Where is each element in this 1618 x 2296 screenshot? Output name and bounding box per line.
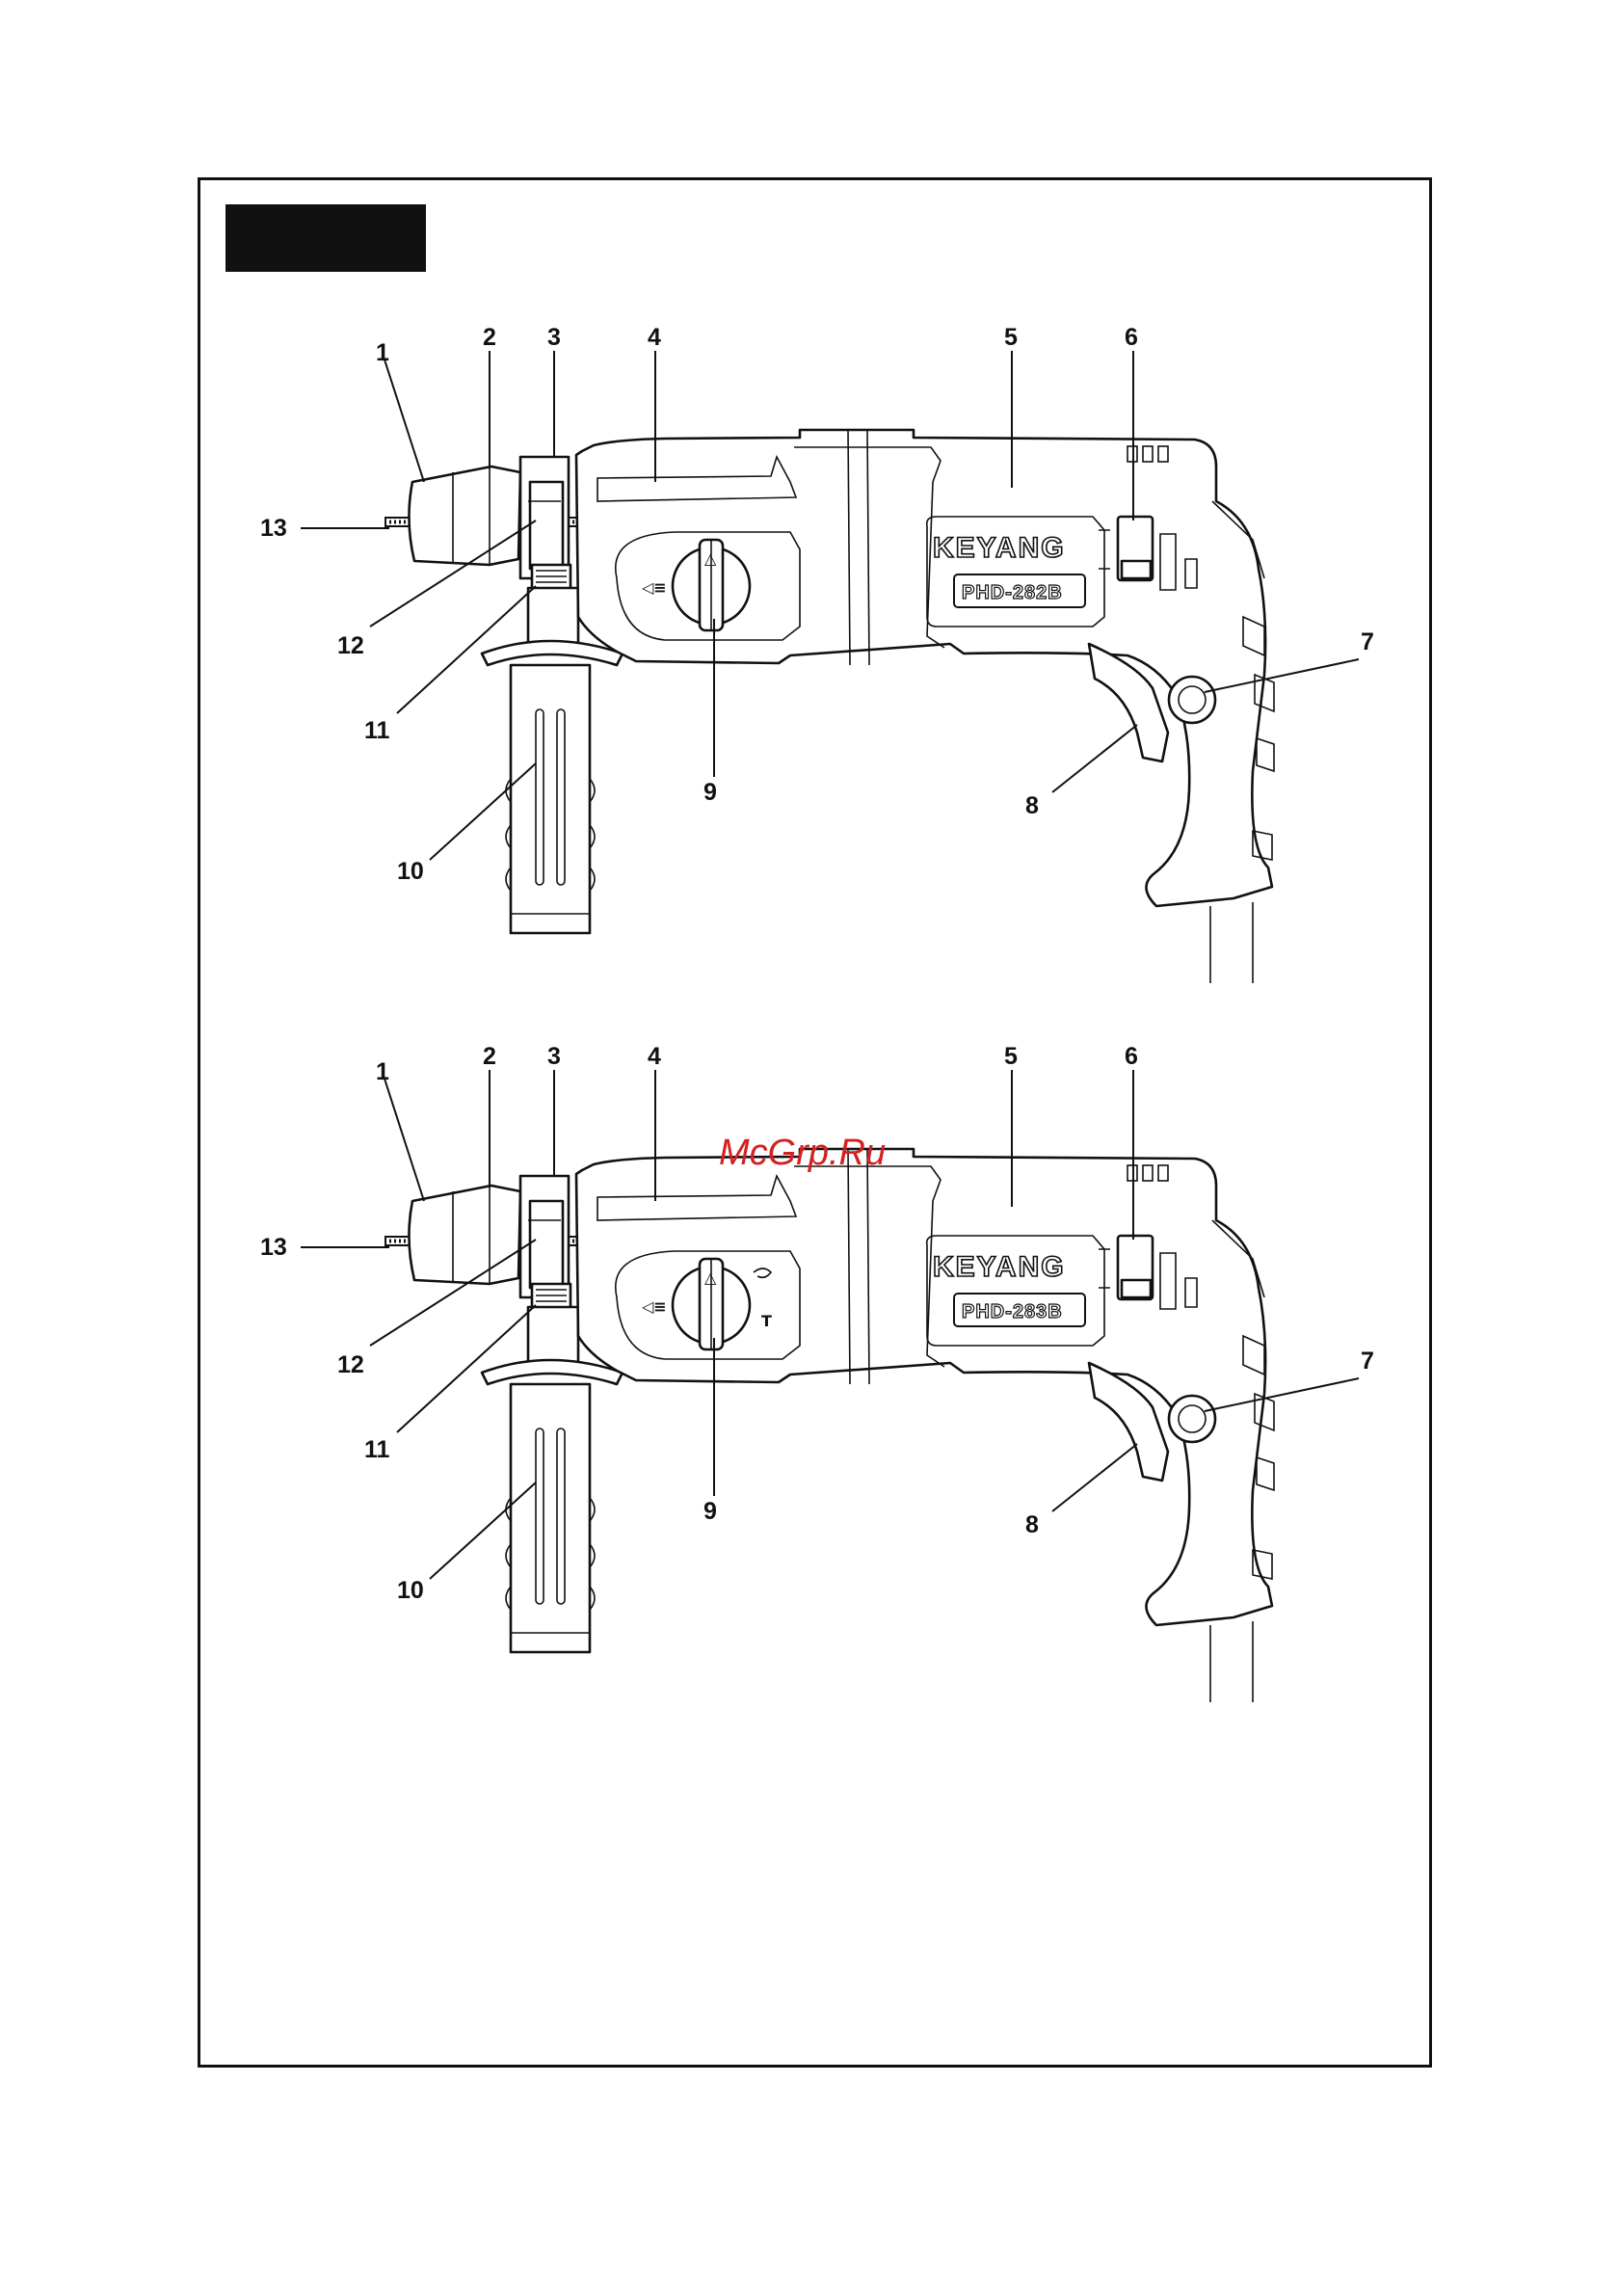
callout-11: 11: [364, 1436, 390, 1463]
callout-7: 7: [1361, 1348, 1374, 1375]
callout-2: 2: [483, 1043, 496, 1070]
callout-1: 1: [376, 1058, 389, 1085]
hammer-mode-mark: △: [704, 549, 717, 568]
callout-10: 10: [397, 1577, 424, 1604]
callout-6: 6: [1125, 324, 1138, 351]
callout-4: 4: [648, 324, 661, 351]
callout-8: 8: [1025, 792, 1039, 819]
callout-11: 11: [364, 717, 390, 744]
brand-label: KEYANG: [933, 1251, 1066, 1283]
callout-6: 6: [1125, 1043, 1138, 1070]
model-label: PHD-282B: [962, 582, 1063, 603]
callout-13: 13: [260, 1234, 287, 1261]
drill-illustration-phd-282b: KEYANG PHD-282B △ 1 2 3 4 5 6 7 8 9 10 1…: [260, 324, 1374, 983]
callout-8: 8: [1025, 1511, 1039, 1538]
callout-7: 7: [1361, 628, 1374, 655]
brand-label: KEYANG: [933, 532, 1066, 564]
model-label: PHD-283B: [962, 1301, 1063, 1322]
drill-mode-mark: T: [761, 1312, 772, 1330]
watermark: McGrp.Ru: [719, 1133, 886, 1173]
callout-3: 3: [547, 324, 561, 351]
callout-9: 9: [703, 1498, 717, 1525]
callout-2: 2: [483, 324, 496, 351]
hammer-mode-mark: △: [704, 1268, 717, 1287]
callout-9: 9: [703, 779, 717, 806]
callout-3: 3: [547, 1043, 561, 1070]
callout-4: 4: [648, 1043, 661, 1070]
callout-10: 10: [397, 858, 424, 885]
callout-1: 1: [376, 339, 389, 366]
callout-13: 13: [260, 515, 287, 542]
callout-12: 12: [337, 632, 364, 659]
callout-5: 5: [1004, 324, 1018, 351]
callout-12: 12: [337, 1351, 364, 1378]
callout-5: 5: [1004, 1043, 1018, 1070]
